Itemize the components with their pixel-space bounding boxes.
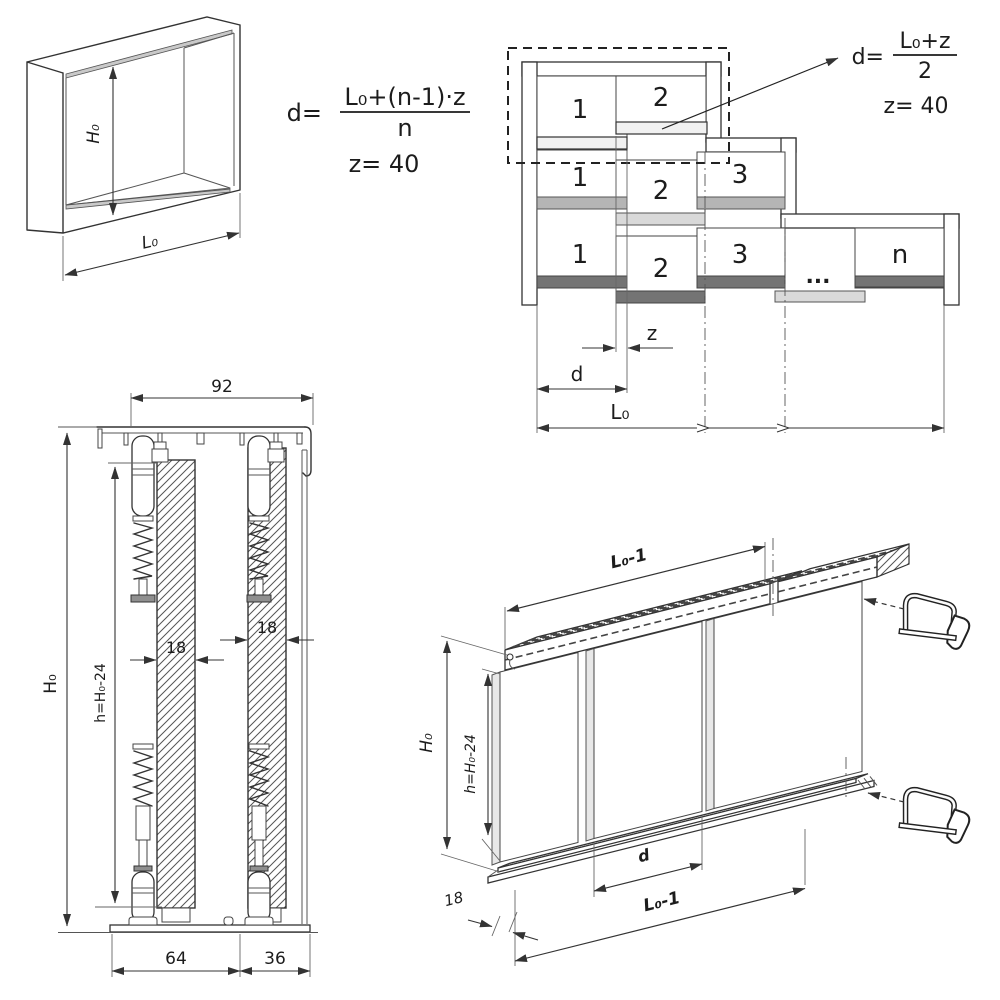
top-rail-cut-face bbox=[876, 543, 910, 578]
iso-door-thickness-label: 18 bbox=[442, 888, 465, 910]
formula-two-constant: z= 40 bbox=[884, 94, 949, 119]
bar-row1-door1 bbox=[536, 136, 628, 150]
iso-door-width-label: d bbox=[636, 845, 652, 866]
bottom-saw-cut-arrow bbox=[867, 792, 905, 803]
bar-row3-door3 bbox=[696, 275, 786, 289]
section-front-thickness-label: 18 bbox=[166, 638, 186, 657]
section-dim-door-height: h=H₀-24 bbox=[93, 462, 162, 908]
section-back-thickness-label: 18 bbox=[257, 618, 277, 637]
section-dim-front-thickness: 18 bbox=[130, 638, 224, 664]
row3-panel2-label: 2 bbox=[653, 254, 670, 284]
bar-row3-light bbox=[774, 290, 866, 303]
cabinet-height-label: H₀ bbox=[84, 124, 104, 144]
bar-row3-door2 bbox=[615, 290, 706, 304]
row3-panel1-label: 1 bbox=[572, 240, 589, 270]
formula-two-door: d= L₀+z 2 z= 40 bbox=[852, 29, 957, 119]
bar-row3-doorN bbox=[854, 275, 945, 288]
cabinet-top-rail-strip bbox=[65, 29, 233, 79]
plan-dim-opening-width: L₀ bbox=[536, 400, 945, 433]
cabinet-opening-view: H₀ L₀ bbox=[26, 16, 241, 281]
section-dim-height: H₀ bbox=[41, 432, 71, 927]
section-dim-back-thickness: 18 bbox=[220, 618, 314, 644]
front-door-panel-section bbox=[156, 459, 196, 909]
iso-bottom-rail bbox=[487, 757, 878, 884]
formula-leader-arrow bbox=[661, 57, 839, 130]
plan-dim-door-width: d bbox=[536, 362, 628, 393]
back-carriage-assembly bbox=[246, 435, 285, 923]
bottom-rail-section bbox=[58, 916, 318, 933]
formula-two-lhs: d= bbox=[852, 45, 884, 70]
formula-general-lhs: d= bbox=[287, 99, 322, 127]
section-dim-track-width: 92 bbox=[130, 377, 314, 426]
row1-panel1-label: 1 bbox=[572, 95, 589, 125]
plan-overlap-label: z bbox=[647, 321, 658, 345]
row3-panelN-label: n bbox=[892, 240, 908, 270]
bar-row3-door1 bbox=[536, 275, 628, 289]
formula-general-denominator: n bbox=[397, 114, 412, 142]
top-track-ribs bbox=[97, 428, 303, 449]
break-mark bbox=[776, 423, 791, 433]
iso-top-rail-length-label: L₀-1 bbox=[608, 545, 649, 573]
plan-dim-overlap: z bbox=[582, 321, 673, 352]
formula-two-numerator: L₀+z bbox=[899, 29, 950, 54]
break-mark bbox=[696, 423, 711, 433]
bar-row2-door1 bbox=[536, 196, 628, 210]
hacksaw-icon bbox=[898, 592, 971, 650]
section-height-label: H₀ bbox=[41, 674, 61, 694]
iso-bottom-rail-length-label: L₀-1 bbox=[641, 888, 682, 916]
plan-panel-numbers: 1 2 1 2 3 1 2 3 ... n bbox=[572, 83, 909, 289]
row2-panel1-label: 1 bbox=[572, 163, 589, 193]
section-dim-bottom: 64 36 bbox=[111, 934, 311, 977]
cabinet-width-dimension-line bbox=[64, 231, 240, 277]
formula-two-denominator: 2 bbox=[918, 59, 932, 84]
row2-panel2-label: 2 bbox=[653, 176, 670, 206]
iso-dim-door-height: h=H₀-24 bbox=[463, 668, 501, 862]
section-bottom-back-label: 36 bbox=[264, 949, 286, 969]
formula-general: d= L₀+(n-1)·z n z= 40 bbox=[287, 83, 470, 178]
iso-dim-door-thickness: 18 bbox=[442, 888, 539, 941]
iso-door-height-label: h=H₀-24 bbox=[463, 734, 479, 794]
row2-panel3-label: 3 bbox=[732, 160, 749, 190]
iso-door-panels bbox=[491, 580, 863, 866]
side-wall-lines bbox=[301, 449, 308, 924]
iso-dim-height: H₀ bbox=[417, 635, 508, 873]
iso-height-label: H₀ bbox=[417, 733, 437, 753]
row3-panel3-label: 3 bbox=[732, 240, 749, 270]
plan-opening-width-label: L₀ bbox=[610, 400, 629, 424]
front-door-bottom-guide bbox=[161, 907, 191, 923]
plan-door-bars bbox=[536, 121, 945, 304]
row1-panel2-label: 2 bbox=[653, 83, 670, 113]
top-saw-cut-arrow bbox=[863, 598, 905, 610]
hacksaw-icon bbox=[898, 786, 971, 844]
bar-row1-door2 bbox=[615, 121, 708, 135]
cross-section-view: 92 H₀ h=H₀-24 18 18 64 36 bbox=[41, 377, 318, 977]
front-carriage-assembly bbox=[130, 435, 169, 923]
section-door-height-label: h=H₀-24 bbox=[93, 663, 109, 723]
formula-general-numerator: L₀+(n-1)·z bbox=[344, 83, 465, 111]
plan-door-width-label: d bbox=[571, 362, 584, 386]
row3-ellipsis-label: ... bbox=[805, 264, 830, 289]
detail-dashed-box bbox=[507, 47, 730, 164]
isometric-assembly-view: L₀-1 H₀ h=H₀-24 d L₀-1 18 bbox=[417, 538, 971, 966]
formula-general-constant: z= 40 bbox=[349, 150, 420, 178]
plan-configuration-view: 1 2 1 2 3 1 2 3 ... n z d bbox=[507, 47, 960, 433]
section-bottom-front-label: 64 bbox=[165, 949, 187, 969]
section-track-width-label: 92 bbox=[211, 377, 233, 397]
bar-row2-door3 bbox=[696, 196, 786, 210]
cabinet-width-label: L₀ bbox=[140, 231, 161, 254]
bar-row2-door2 bbox=[615, 212, 706, 226]
iso-dim-bottom-rail: L₀-1 bbox=[514, 829, 806, 966]
